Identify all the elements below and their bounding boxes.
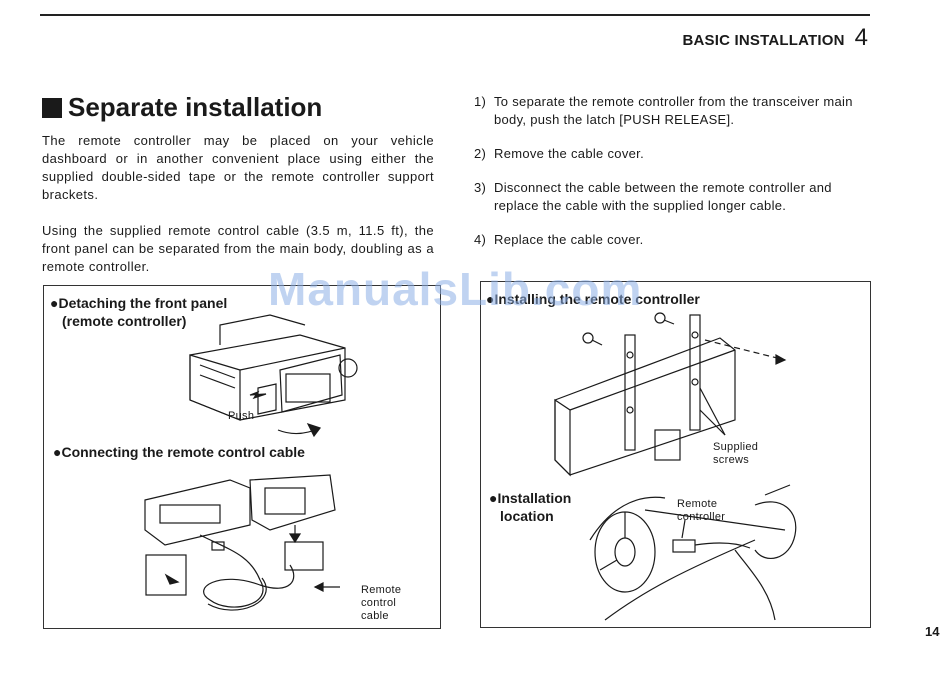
chapter-number: 4 (854, 24, 868, 51)
step-text: Disconnect the cable between the remote … (494, 180, 832, 213)
detaching-label: ●Detaching the front panel (remote contr… (50, 294, 227, 330)
remote-cable-label-line1: Remote (361, 584, 402, 596)
installing-illustration (554, 312, 787, 477)
remote-cable-label-line3: cable (361, 610, 389, 622)
header-title: BASIC INSTALLATION (682, 32, 845, 49)
supplied-screws-line2: screws (713, 454, 750, 466)
step-text: To separate the remote controller from t… (494, 94, 853, 127)
remote-cable-label: Remote control cable (361, 584, 401, 623)
installing-label: ●Installing the remote controller (486, 291, 700, 307)
step-4: 4) Replace the cable cover. (474, 231, 870, 249)
section-title: Separate installation (42, 92, 322, 123)
location-label-line1: ●Installation (489, 490, 572, 506)
page-header: BASIC INSTALLATION 4 (682, 24, 868, 52)
supplied-screws-label: Supplied screws (713, 441, 758, 467)
supplied-screws-line1: Supplied (713, 441, 759, 453)
section-marker-icon (42, 97, 62, 118)
remote-controller-line2: controller (677, 511, 726, 523)
steps-list: 1) To separate the remote controller fro… (474, 93, 870, 265)
figure-box-left (43, 285, 441, 629)
step-number: 1) (474, 94, 487, 109)
step-2: 2) Remove the cable cover. (474, 145, 870, 163)
connecting-illustration (144, 474, 340, 611)
location-label-line2: location (500, 508, 554, 524)
page-number: 14 (925, 624, 940, 639)
connecting-label: ●Connecting the remote control cable (53, 444, 305, 460)
detaching-label-line2: (remote controller) (62, 313, 187, 329)
location-illustration (589, 484, 797, 621)
intro-paragraph-2: Using the supplied remote control cable … (42, 223, 434, 274)
detaching-label-line1: ●Detaching the front panel (50, 295, 228, 311)
step-3: 3) Disconnect the cable between the remo… (474, 179, 870, 215)
step-number: 2) (474, 146, 487, 161)
step-text: Remove the cable cover. (494, 146, 644, 161)
push-label: Push (228, 410, 255, 422)
step-text: Replace the cable cover. (494, 232, 644, 247)
step-number: 3) (474, 180, 487, 195)
detaching-illustration (189, 314, 358, 438)
step-number: 4) (474, 232, 487, 247)
top-rule (40, 14, 870, 16)
remote-cable-label-line2: control (361, 597, 397, 609)
step-1: 1) To separate the remote controller fro… (474, 93, 870, 129)
watermark: ManualsLib.com (268, 263, 643, 315)
intro-paragraph-1: The remote controller may be placed on y… (42, 133, 434, 202)
remote-controller-line1: Remote (677, 498, 718, 510)
remote-controller-label: Remote controller (677, 498, 725, 524)
section-title-text: Separate installation (68, 92, 323, 122)
figure-box-right (480, 281, 871, 628)
location-label: ●Installation location (489, 489, 571, 525)
